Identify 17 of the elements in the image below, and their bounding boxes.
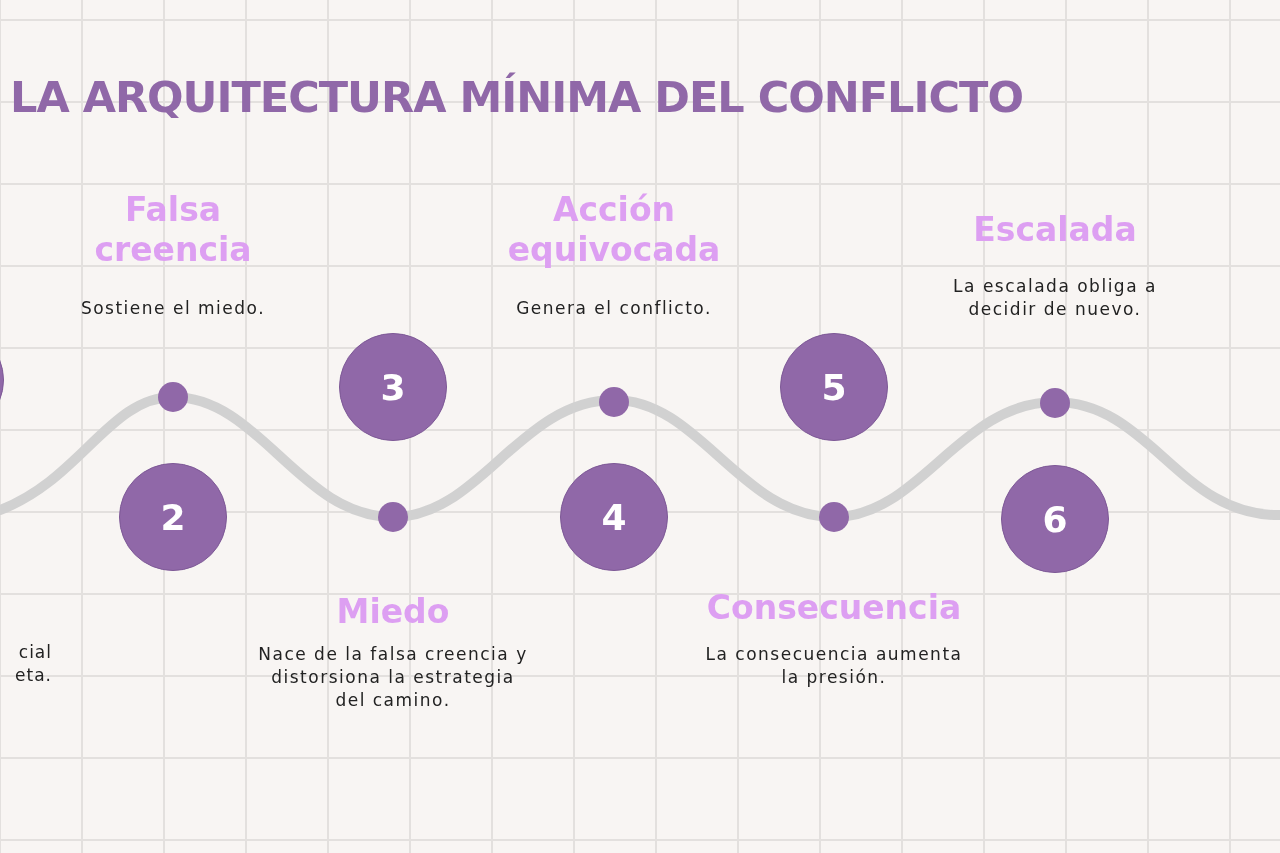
step-title: Escalada [972, 210, 1138, 250]
step-title: Consecuencia [705, 588, 963, 628]
step-circle: 6 [1001, 465, 1109, 573]
step-description: La escalada obliga a decidir de nuevo. [952, 275, 1158, 321]
title: LA ARQUITECTURA MÍNIMA DEL CONFLICTO [10, 72, 1023, 122]
step-circle: 2 [119, 463, 227, 571]
step-description: Nace de la falsa creencia y distorsiona la estrategia del camino. [258, 643, 528, 712]
step-circle: 3 [339, 333, 447, 441]
step-description: cial eta. [14, 641, 52, 687]
step-circle: 4 [560, 463, 668, 571]
step-title: Acción equivocada [506, 190, 722, 270]
step-description: Sostiene el miedo. [79, 297, 267, 320]
step-title: Miedo [335, 592, 451, 632]
step-title: Falsa creencia [93, 190, 253, 270]
step-description: La consecuencia aumenta la presión. [704, 643, 964, 689]
step-description: Genera el conflicto. [515, 297, 713, 320]
step-circle: 5 [780, 333, 888, 441]
